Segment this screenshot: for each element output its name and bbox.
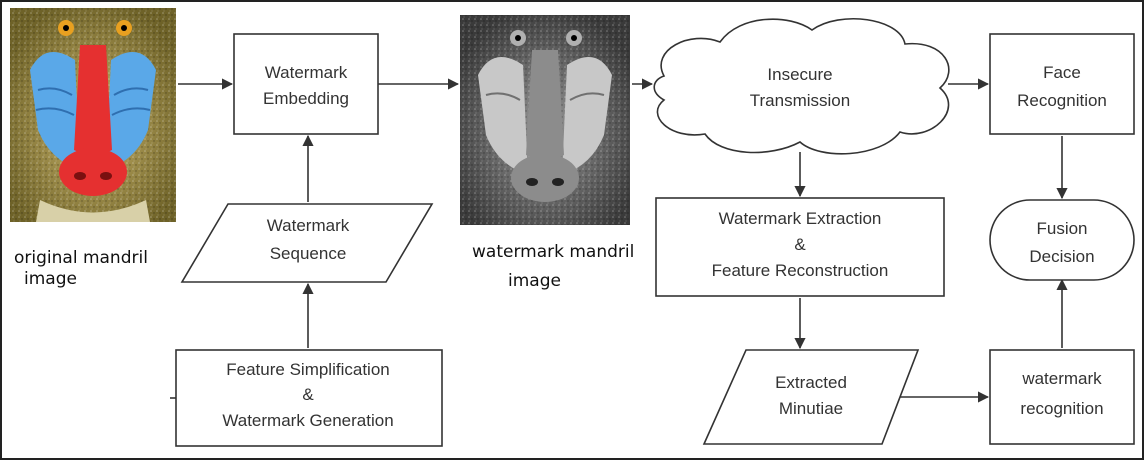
feature-simplification-line-1: Feature Simplification — [226, 360, 389, 379]
watermark-extraction-box — [655, 197, 945, 297]
watermark-recognition-line-2: recognition — [1020, 399, 1103, 418]
watermark-sequence-line-1: Watermark — [267, 216, 350, 235]
watermark-extraction-line-2: & — [794, 235, 806, 254]
fusion-decision-box — [989, 199, 1135, 281]
watermark-embedding-line-2: Embedding — [263, 89, 349, 108]
connectors — [170, 78, 1068, 403]
watermark-recognition-box — [989, 349, 1135, 445]
extracted-minutiae-line-2: Minutiae — [779, 399, 843, 418]
insecure-transmission-cloud — [653, 18, 950, 155]
watermarked-caption-line-2: image — [508, 271, 561, 291]
fusion-decision-line-2: Decision — [1029, 247, 1094, 266]
feature-simplification-line-3: Watermark Generation — [222, 411, 393, 430]
extracted-minutiae-box — [702, 349, 920, 445]
original-caption-line-1: original mandril — [14, 248, 148, 268]
face-recognition-box — [989, 33, 1135, 135]
watermark-sequence-line-2: Sequence — [270, 244, 347, 263]
watermark-embedding-line-1: Watermark — [265, 63, 348, 82]
face-recognition-line-1: Face — [1043, 63, 1081, 82]
insecure-transmission-line-1: Insecure — [767, 65, 832, 84]
original-image-caption: original mandril image — [14, 248, 148, 290]
watermarked-image-caption: watermark mandril image — [472, 242, 634, 292]
watermark-extraction-line-1: Watermark Extraction — [719, 209, 882, 228]
original-caption-line-2: image — [24, 269, 77, 289]
original-mandrill-image — [10, 8, 176, 222]
feature-simplification-line-2: & — [302, 385, 314, 404]
watermarked-caption-line-1: watermark mandril — [472, 242, 635, 262]
watermarked-mandrill-image — [460, 15, 630, 225]
watermark-extraction-line-3: Feature Reconstruction — [712, 261, 889, 280]
extracted-minutiae-line-1: Extracted — [775, 373, 847, 392]
watermark-sequence-box — [180, 203, 434, 283]
fusion-decision-line-1: Fusion — [1036, 219, 1087, 238]
insecure-transmission-line-2: Transmission — [750, 91, 850, 110]
face-recognition-line-2: Recognition — [1017, 91, 1107, 110]
watermark-recognition-line-1: watermark — [1021, 369, 1102, 388]
feature-simplification-box — [175, 349, 443, 447]
watermark-embedding-box — [233, 33, 379, 135]
